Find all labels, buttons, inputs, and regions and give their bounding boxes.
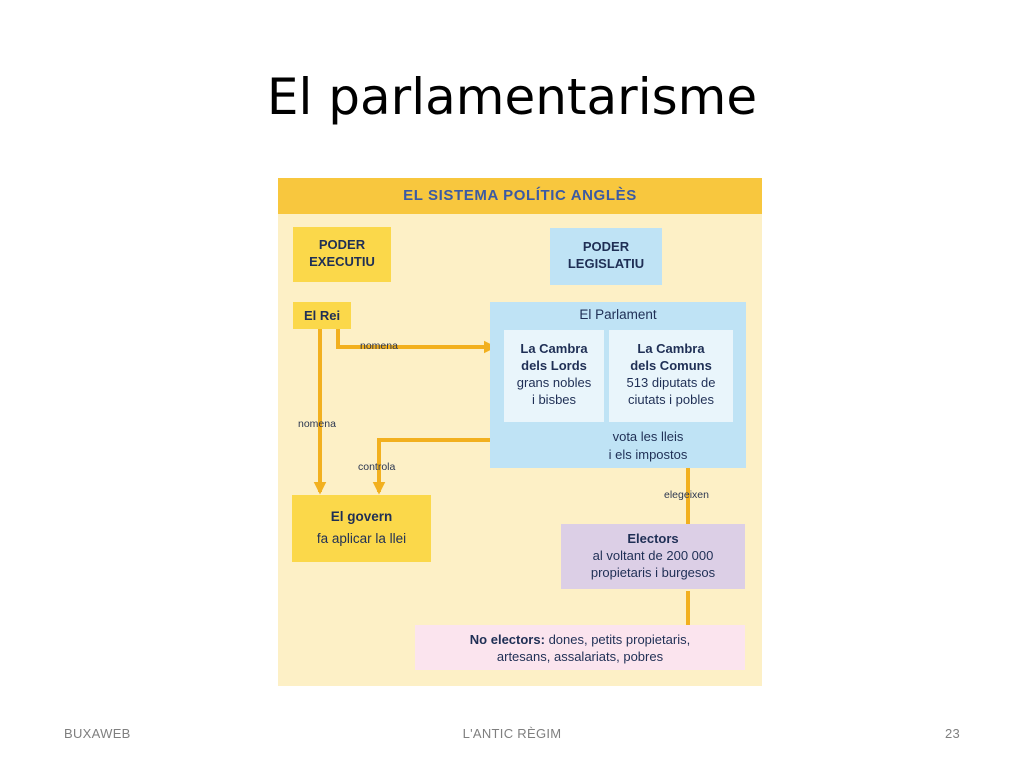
parlament-function-line-1: vota les lleis xyxy=(612,429,684,444)
poder-executiu-line-2: EXECUTIU xyxy=(309,254,375,269)
lords-title-1: La Cambra xyxy=(520,341,588,356)
footer-page-number: 23 xyxy=(944,726,960,741)
parlament-function-line-2: i els impostos xyxy=(608,447,688,462)
parlament-box: El Parlament La Cambra dels Lords grans … xyxy=(490,302,746,468)
lords-desc-2: i bisbes xyxy=(531,392,577,407)
poder-legislatiu-line-1: PODER xyxy=(582,239,630,254)
label-nomena-govern: nomena xyxy=(298,418,336,430)
cambra-comuns-box: La Cambra dels Comuns 513 diputats de ci… xyxy=(609,330,733,422)
electors-box: Electors al voltant de 200 000 propietar… xyxy=(561,524,745,589)
diagram-arrows xyxy=(313,329,695,625)
lords-title-2: dels Lords xyxy=(521,358,587,373)
electors-desc-2: propietaris i burgesos xyxy=(590,565,716,580)
political-system-diagram: EL SISTEMA POLÍTIC ANGLÈS PODER EXECUTIU… xyxy=(278,178,762,686)
diagram-header: EL SISTEMA POLÍTIC ANGLÈS xyxy=(278,178,762,214)
el-rei-box: El Rei xyxy=(293,302,351,329)
no-electors-label: No electors: xyxy=(469,632,545,647)
govern-desc: fa aplicar la llei xyxy=(316,531,407,546)
electors-desc-1: al voltant de 200 000 xyxy=(592,548,714,563)
arrow-rei-to-parlament xyxy=(336,329,497,354)
no-electors-desc-2: artesans, assalariats, pobres xyxy=(496,649,664,664)
comuns-title-2: dels Comuns xyxy=(630,358,712,373)
poder-executiu-box: PODER EXECUTIU xyxy=(293,227,391,282)
electors-title: Electors xyxy=(627,531,679,546)
poder-legislatiu-box: PODER LEGISLATIU xyxy=(550,228,662,285)
slide-title: El parlamentarisme xyxy=(266,68,758,126)
label-controla: controla xyxy=(358,461,396,473)
no-electors-box: No electors: dones, petits propietaris, … xyxy=(415,625,745,670)
footer-center: L'ANTIC RÈGIM xyxy=(462,726,562,741)
comuns-desc-1: 513 diputats de xyxy=(626,375,716,390)
no-electors-desc-1: dones, petits propietaris, xyxy=(548,632,691,647)
govern-title: El govern xyxy=(330,509,393,524)
comuns-title-1: La Cambra xyxy=(637,341,705,356)
no-electors-line-1: No electors: dones, petits propietaris, xyxy=(415,631,745,648)
comuns-desc-2: ciutats i pobles xyxy=(628,392,714,407)
lords-desc-1: grans nobles xyxy=(516,375,592,390)
footer-left: BUXAWEB xyxy=(64,726,131,741)
arrow-parlament-controls-govern xyxy=(372,438,490,495)
cambra-lords-box: La Cambra dels Lords grans nobles i bisb… xyxy=(504,330,604,422)
poder-legislatiu-line-2: LEGISLATIU xyxy=(567,256,645,271)
govern-box: El govern fa aplicar la llei xyxy=(292,495,431,562)
label-elegeixen: elegeixen xyxy=(664,489,709,501)
label-nomena-parlament: nomena xyxy=(360,340,398,352)
parlament-title: El Parlament xyxy=(579,307,657,322)
parlament-function: vota les lleis i els impostos xyxy=(550,428,746,464)
poder-executiu-line-1: PODER xyxy=(318,237,366,252)
